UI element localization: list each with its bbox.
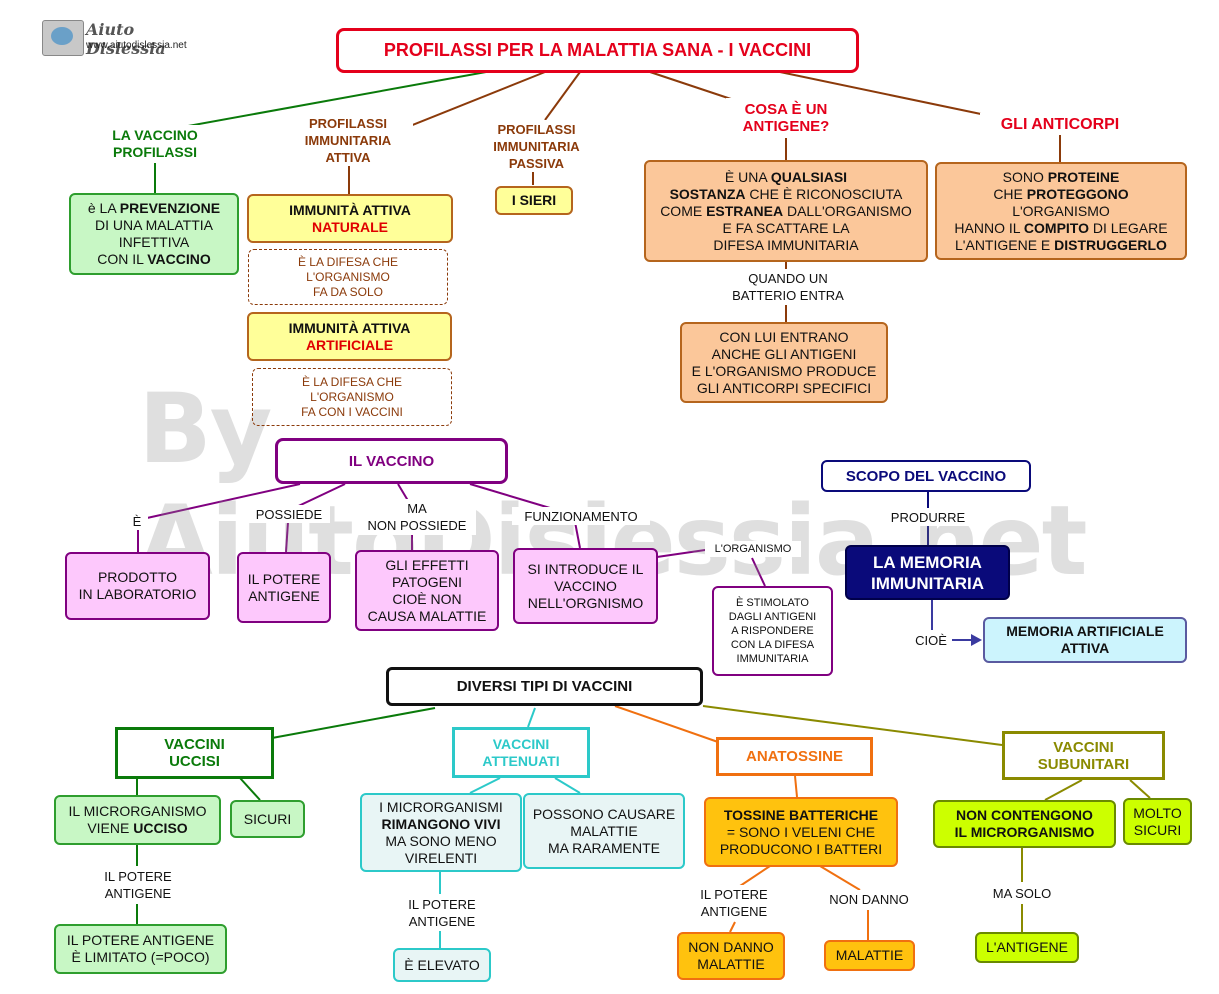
box-vaccini-uccisi: VACCINI UCCISI [115, 727, 274, 779]
label-profilassi-passiva: PROFILASSI IMMUNITARIA PASSIVA [474, 120, 599, 172]
box-non-danno-malattie: NON DANNO MALATTIE [677, 932, 785, 980]
label-possiede: POSSIEDE [248, 505, 330, 523]
box-immunita-naturale: IMMUNITÀ ATTIVA NATURALE [247, 194, 453, 243]
box-anatossine: ANATOSSINE [716, 737, 873, 776]
box-molto-sicuri: MOLTO SICURI [1123, 798, 1192, 845]
label-e: È [126, 512, 148, 530]
label-ma-non-possiede: MA NON POSSIEDE [358, 499, 476, 535]
label-cosa-antigene: COSA È UN ANTIGENE? [726, 98, 846, 138]
box-introduce: SI INTRODUCE IL VACCINO NELL'ORGNISMO [513, 548, 658, 624]
site-logo[interactable]: Aiuto Dislessia www.aiutodislessia.net [40, 18, 200, 58]
label-funzionamento: FUNZIONAMENTO [512, 507, 650, 525]
logo-url: www.aiutodislessia.net [86, 40, 187, 51]
box-naturale-desc: È LA DIFESA CHE L'ORGANISMO FA DA SOLO [248, 249, 448, 305]
box-antigene-def: È UNA QUALSIASI SOSTANZA CHE È RICONOSCI… [644, 160, 928, 262]
box-vaccini-attenuati: VACCINI ATTENUATI [452, 727, 590, 778]
box-micro-ucciso: IL MICRORGANISMO VIENE UCCISO [54, 795, 221, 845]
box-scopo: SCOPO DEL VACCINO [821, 460, 1031, 492]
page-title: PROFILASSI PER LA MALATTIA SANA - I VACC… [336, 28, 859, 73]
box-il-vaccino: IL VACCINO [275, 438, 508, 484]
box-effetti-patogeni: GLI EFFETTI PATOGENI CIOÈ NON CAUSA MALA… [355, 550, 499, 631]
label-ma-solo: MA SOLO [982, 884, 1062, 902]
box-rimangono-vivi: I MICRORGANISMI RIMANGONO VIVI MA SONO M… [360, 793, 522, 872]
box-sicuri: SICURI [230, 800, 305, 838]
box-memoria-artificiale: MEMORIA ARTIFICIALE ATTIVA [983, 617, 1187, 663]
box-elevato: È ELEVATO [393, 948, 491, 982]
label-potere-1: IL POTERE ANTIGENE [90, 866, 186, 904]
box-limitato: IL POTERE ANTIGENE È LIMITATO (=POCO) [54, 924, 227, 974]
box-artificiale-desc: È LA DIFESA CHE L'ORGANISMO FA CON I VAC… [252, 368, 452, 426]
box-potere-antigene: IL POTERE ANTIGENE [237, 552, 331, 623]
box-non-contengono: NON CONTENGONO IL MICRORGANISMO [933, 800, 1116, 848]
box-prevenzione: è LA PREVENZIONE DI UNA MALATTIA INFETTI… [69, 193, 239, 275]
label-non-danno: NON DANNO [816, 890, 922, 908]
label-vaccino-profilassi: LA VACCINO PROFILASSI [95, 125, 215, 163]
box-possono-causare: POSSONO CAUSARE MALATTIE MA RARAMENTE [523, 793, 685, 869]
label-profilassi-attiva: PROFILASSI IMMUNITARIA ATTIVA [283, 114, 413, 166]
box-diversi-tipi: DIVERSI TIPI DI VACCINI [386, 667, 703, 706]
box-vaccini-subunitari: VACCINI SUBUNITARI [1002, 731, 1165, 780]
label-quando-batterio: QUANDO UN BATTERIO ENTRA [716, 269, 860, 305]
label-anticorpi: GLI ANTICORPI [980, 113, 1140, 135]
box-immunita-artificiale: IMMUNITÀ ATTIVA ARTIFICIALE [247, 312, 452, 361]
label-produrre: PRODURRE [885, 508, 971, 526]
box-l-antigene: L'ANTIGENE [975, 932, 1079, 963]
box-prodotto: PRODOTTO IN LABORATORIO [65, 552, 210, 620]
box-sieri: I SIERI [495, 186, 573, 215]
box-anticorpi-def: SONO PROTEINE CHE PROTEGGONO L'ORGANISMO… [935, 162, 1187, 260]
logo-name: Aiuto Dislessia [86, 20, 166, 58]
box-stimolato: È STIMOLATO DAGLI ANTIGENI A RISPONDERE … [712, 586, 833, 676]
label-potere-3: IL POTERE ANTIGENE [686, 885, 782, 921]
box-memoria: LA MEMORIA IMMUNITARIA [845, 545, 1010, 600]
box-tossine: TOSSINE BATTERICHE = SONO I VELENI CHE P… [704, 797, 898, 867]
label-organismo: L'ORGANISMO [705, 541, 801, 557]
label-potere-2: IL POTERE ANTIGENE [394, 895, 490, 931]
label-cioe: CIOÈ [910, 631, 952, 649]
box-malattie: MALATTIE [824, 940, 915, 971]
box-con-lui-entrano: CON LUI ENTRANO ANCHE GLI ANTIGENI E L'O… [680, 322, 888, 403]
book-icon [42, 20, 84, 56]
